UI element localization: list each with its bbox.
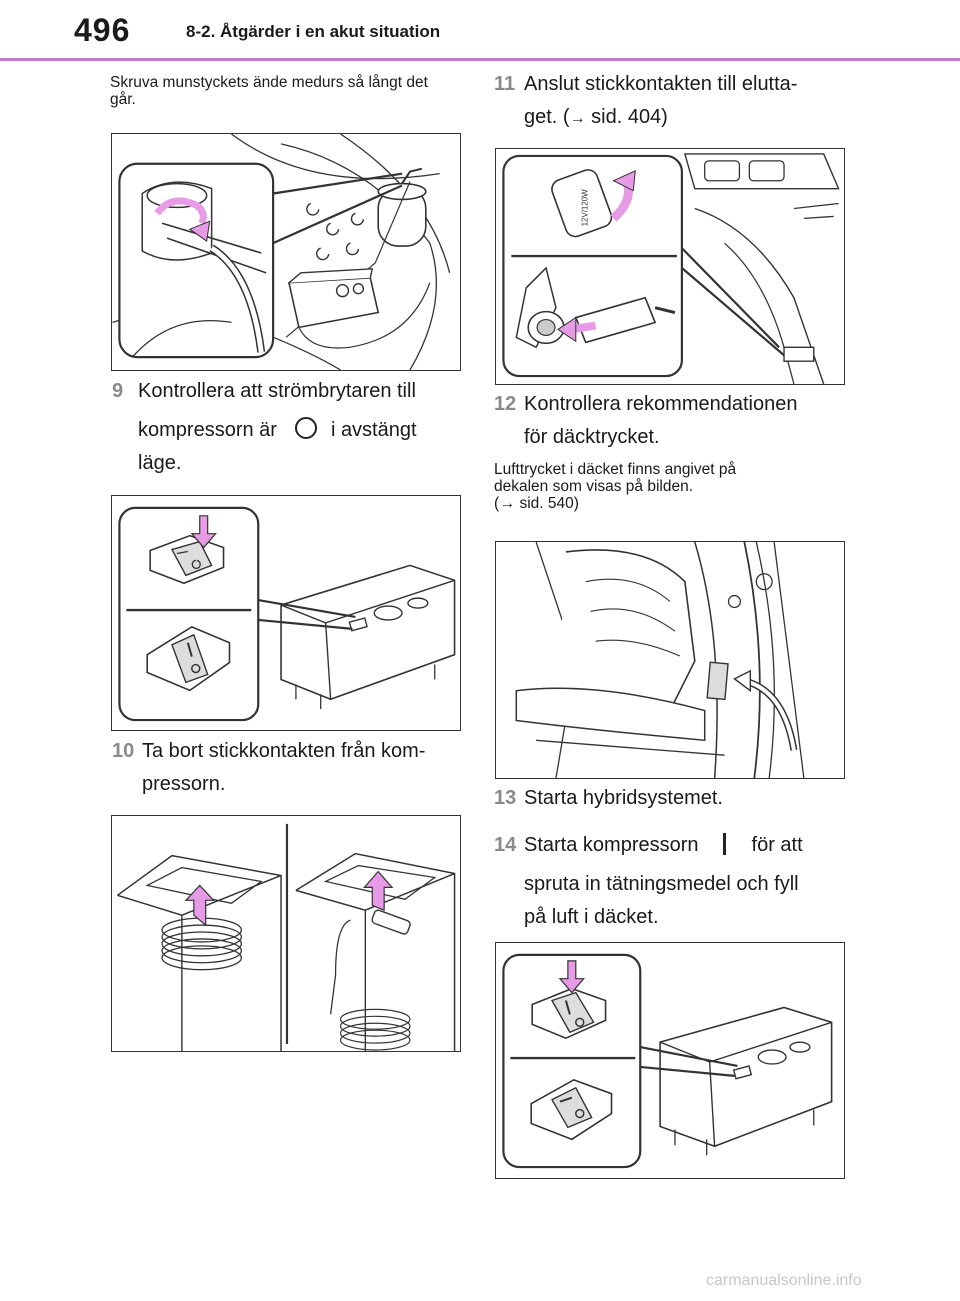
step-12-number: 12 [494, 393, 517, 415]
nozzle-illustration [112, 134, 451, 370]
chapter-title: 8-2. Åtgärder i en akut situation [186, 22, 441, 41]
figure-nozzle [111, 133, 461, 371]
step-9-text-b: kompressorn är [138, 419, 277, 441]
step-9-line-2: kompressorn är i avstängt [112, 414, 462, 447]
off-circle-icon [294, 417, 317, 439]
note-paren: ( [494, 495, 500, 512]
step-11-text-b: get. ( [524, 106, 570, 128]
step-9-text-c: i avstängt [330, 419, 417, 441]
reference-arrow-icon: → [569, 110, 586, 127]
figure-switch-off [111, 495, 461, 731]
switch-on-illustration [502, 953, 833, 1169]
step-11-text-c: sid. 404) [585, 106, 668, 128]
step-11-line-1: Anslut stickkontakten till elutta- [524, 73, 798, 95]
figure-connect-plug: 12V/120W [495, 148, 845, 385]
step-14-text-a: Starta kompressorn [524, 834, 699, 856]
figure-switch-on [495, 942, 845, 1179]
note-line-1: Lufttrycket i däcket finns angivet på [494, 461, 737, 478]
remove-plug-illustration [116, 823, 456, 1051]
step-12-line-1: Kontrollera rekommendationen [524, 393, 798, 415]
page-header: 496 8-2. Åtgärder i en akut situation [0, 0, 960, 62]
step-9-line-3: läge. [138, 452, 182, 474]
watermark: carmanualsonline.info [706, 1272, 862, 1289]
step-10: 10 Ta bort stickkontakten från kom- pres… [112, 735, 462, 801]
intro-note: Skruva munstyckets ände medurs så långt … [110, 74, 428, 108]
door-label-illustration [515, 542, 805, 778]
step-14-line-1: Starta kompressorn för att [494, 829, 844, 862]
page-number: 496 [74, 12, 131, 48]
step-10-line-1: Ta bort stickkontakten från kom- [142, 740, 426, 762]
note-line-3: (→ sid. 540) [494, 495, 844, 512]
step-11: 11 Anslut stickkontakten till elutta- ge… [494, 68, 844, 135]
step-14-line-3: på luft i däcket. [524, 906, 659, 928]
step-13-number: 13 [494, 787, 517, 809]
plug-voltage-label: 12V/120W [580, 189, 589, 227]
step-10-line-2: pressorn. [142, 773, 226, 795]
step-14: 14 Starta kompressorn för att spruta in t… [494, 829, 844, 934]
step-11-line-2: get. (→ sid. 404) [494, 101, 844, 135]
step-14-line-2: spruta in tätningsmedel och fyll [524, 873, 799, 895]
figure-remove-plug [111, 815, 461, 1052]
figure-door-label [495, 541, 845, 779]
step-12: 12 Kontrollera rekommendationen för däck… [494, 388, 844, 454]
reference-arrow-icon: → [499, 495, 516, 512]
note-line-2: dekalen som visas på bilden. [494, 478, 694, 495]
step-9-number: 9 [112, 380, 124, 402]
on-bar-icon [722, 833, 726, 855]
step-14-text-b: för att [751, 834, 803, 856]
step-11-number: 11 [494, 73, 516, 95]
connect-plug-illustration: 12V/120W [502, 153, 840, 384]
step-10-number: 10 [112, 740, 135, 762]
tire-pressure-note: Lufttrycket i däcket finns angivet på de… [494, 461, 844, 512]
step-14-number: 14 [494, 834, 517, 856]
note-page-ref: sid. 540) [515, 495, 579, 512]
switch-off-illustration [118, 506, 456, 722]
step-12-line-2: för däcktrycket. [524, 426, 660, 448]
step-13: 13 Starta hybridsystemet. [494, 782, 844, 815]
header-rule [0, 58, 960, 61]
step-9: 9 Kontrollera att strömbrytaren till kom… [112, 375, 462, 480]
step-9-line-1: Kontrollera att strömbrytaren till [138, 380, 416, 402]
step-13-text: Starta hybridsystemet. [524, 787, 723, 809]
